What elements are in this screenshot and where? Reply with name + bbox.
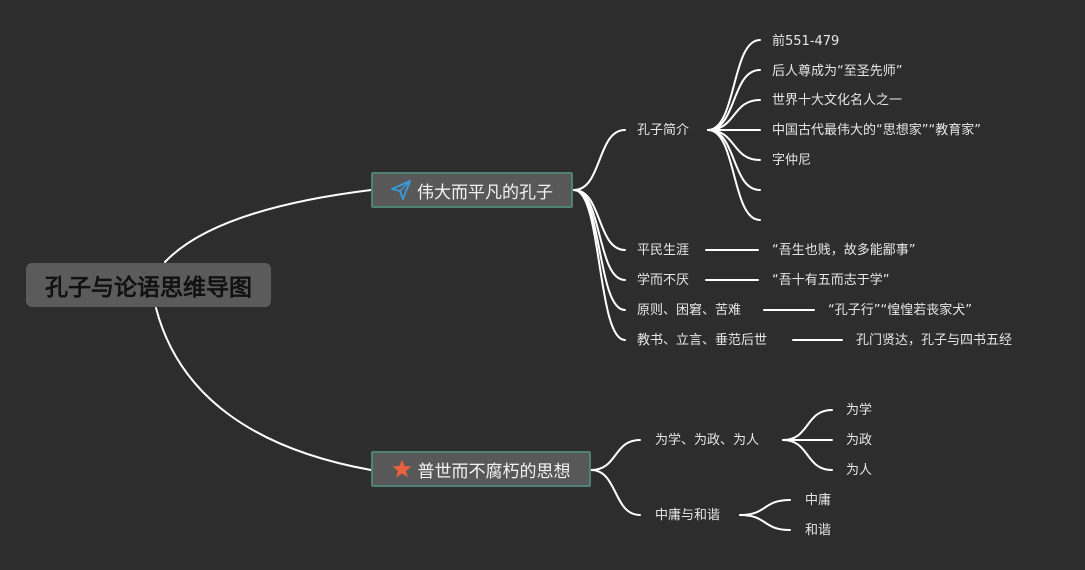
connector-harmony-leaf-0 (739, 499, 791, 516)
branch-node-label: 伟大而平凡的孔子 (417, 182, 553, 203)
connector-harmony-leaf-1 (739, 514, 791, 531)
connector-branch2-topic-1 (590, 469, 641, 516)
connector-intro-leaf-6 (707, 129, 761, 221)
paper-plane-icon (391, 180, 411, 200)
topic-principles-hardship[interactable]: 原则、困窘、苦难 (637, 303, 742, 318)
connector-trio-leaf-2 (782, 439, 833, 471)
leaf-birth-death-years[interactable]: 前551-479 (772, 34, 840, 49)
star-icon (392, 459, 412, 479)
branch-node-great-confucius[interactable]: 伟大而平凡的孔子 (371, 172, 573, 208)
topic-commoner-life[interactable]: 平民生涯 (637, 243, 690, 258)
connector-intro-leaf-0 (707, 39, 761, 131)
leaf-doctrine-of-mean[interactable]: 中庸 (805, 493, 832, 508)
connector-intro-leaf-2 (707, 99, 761, 131)
connector-branch1-topic-1 (573, 189, 626, 251)
connector-branch2-topic-0 (590, 439, 641, 471)
connector-branch1-topic-3 (573, 189, 626, 311)
branch-node-universal-thought[interactable]: 普世而不腐朽的思想 (371, 451, 591, 487)
leaf-learning[interactable]: 为学 (846, 403, 873, 418)
topic-confucius-intro[interactable]: 孔子简介 (637, 123, 690, 138)
leaf-supreme-sage[interactable]: 后人尊成为“至圣先师” (772, 64, 903, 79)
connector-intro-leaf-4 (707, 129, 761, 161)
connector-root-branch2 (155, 307, 372, 471)
leaf-age-fifteen-quote[interactable]: “吾十有五而志于学” (772, 273, 890, 288)
leaf-governing[interactable]: 为政 (846, 433, 873, 448)
root-node[interactable]: 孔子与论语思维导图 (26, 263, 271, 307)
connector-trio-leaf-0 (782, 409, 833, 441)
topic-tireless-learning[interactable]: 学而不厌 (637, 273, 690, 288)
leaf-humble-origins-quote[interactable]: “吾生也贱，故多能鄙事” (772, 243, 916, 258)
leaf-courtesy-name[interactable]: 字仲尼 (772, 153, 812, 168)
topic-learning-governing-living[interactable]: 为学、为政、为人 (655, 433, 760, 448)
leaf-world-cultural-figure[interactable]: 世界十大文化名人之一 (772, 93, 903, 108)
topic-teaching-legacy[interactable]: 教书、立言、垂范后世 (637, 333, 768, 348)
topic-mean-harmony[interactable]: 中庸与和谐 (655, 508, 721, 523)
leaf-harmony[interactable]: 和谐 (805, 523, 832, 538)
connector-intro-leaf-1 (707, 69, 761, 131)
leaf-stray-dog-quote[interactable]: “孔子行”“惶惶若丧家犬” (828, 303, 972, 318)
leaf-disciples-classics[interactable]: 孔门贤达，孔子与四书五经 (856, 333, 1013, 348)
leaf-being-human[interactable]: 为人 (846, 463, 873, 478)
connector-branch1-topic-0 (573, 129, 626, 191)
branch-node-label: 普世而不腐朽的思想 (417, 461, 571, 482)
connector-branch1-topic-4 (573, 189, 626, 341)
leaf-thinker-educator[interactable]: 中国古代最伟大的“思想家”“教育家” (772, 123, 981, 138)
connector-root-branch1 (164, 189, 372, 263)
